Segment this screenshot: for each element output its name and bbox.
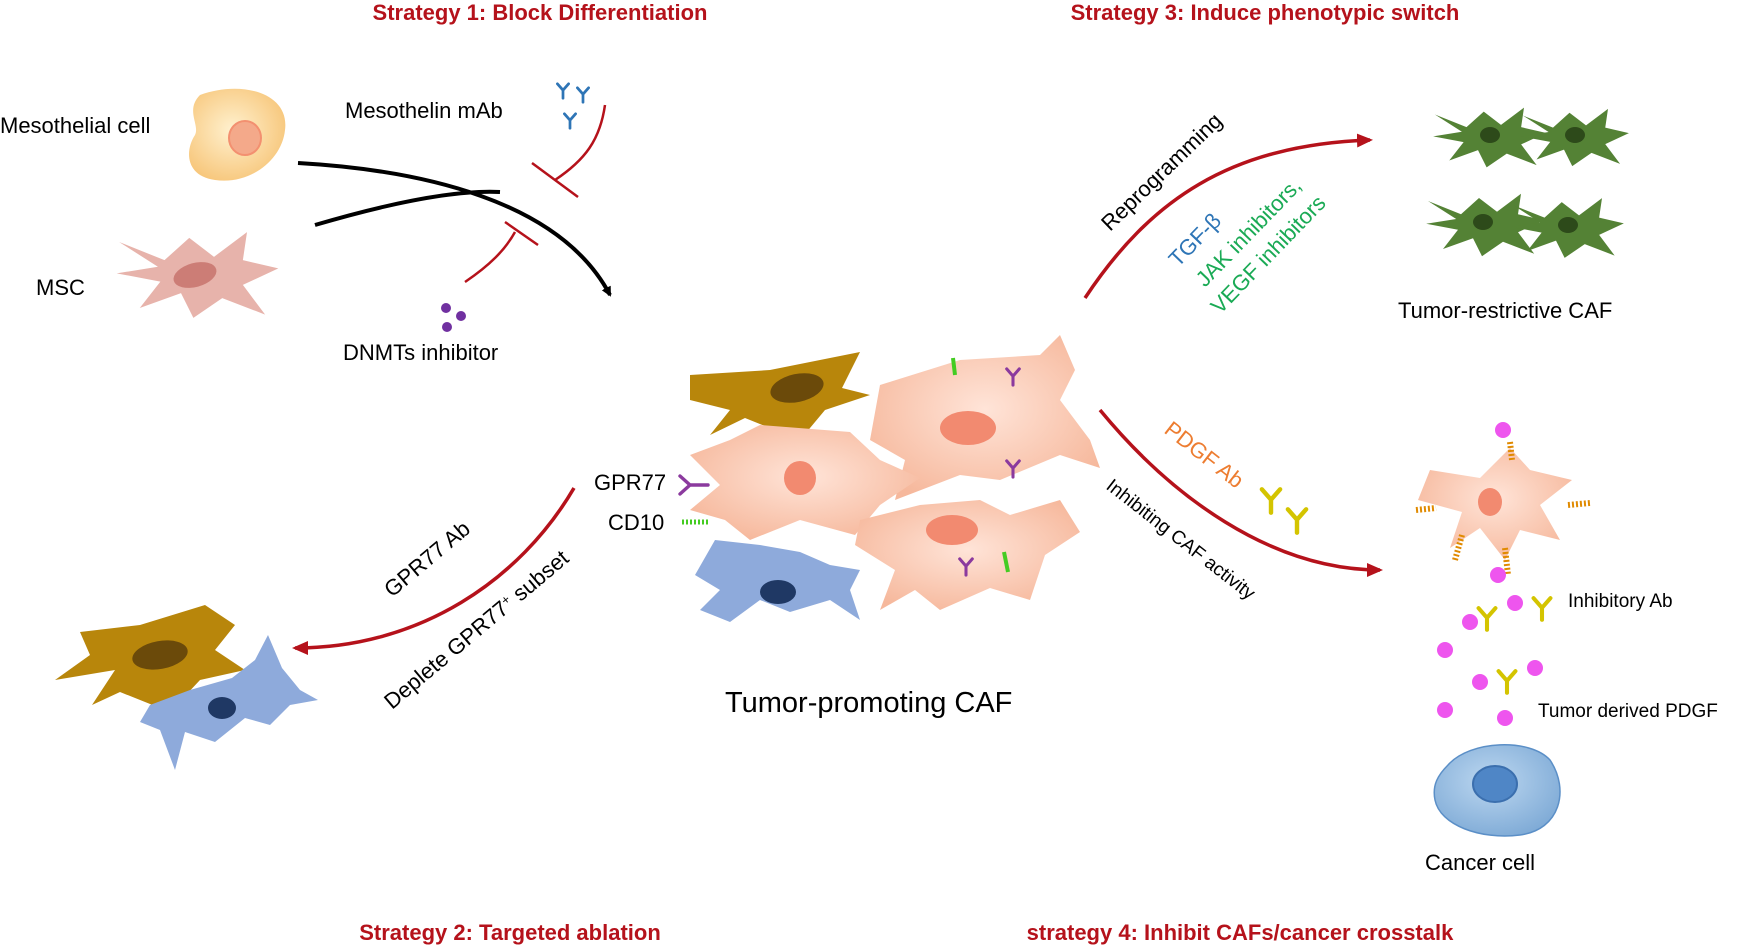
reprogramming-arrow	[1083, 133, 1373, 299]
dnmts-inhibition-line	[464, 231, 517, 284]
ablation-arrow	[292, 487, 576, 655]
pdgf-ab-label: PDGF Ab	[1160, 416, 1249, 493]
cd10-label: CD10	[608, 510, 664, 535]
dnmts-block-bar	[504, 220, 539, 247]
msc-differentiation-arrow	[314, 189, 501, 227]
mesothelial-cell	[189, 88, 286, 181]
cancer-cell	[1433, 744, 1561, 837]
target-caf-cell	[1415, 441, 1591, 576]
dnmts-inhibitor-icon	[441, 303, 466, 332]
gpr77-label: GPR77	[594, 470, 666, 495]
tumor-restrictive-caf-cells	[1426, 107, 1629, 258]
dnmts-inhibitor-label: DNMTs inhibitor	[343, 340, 498, 365]
strategy-3-heading: Strategy 3: Induce phenotypic switch	[1071, 0, 1460, 25]
msc-cell	[116, 232, 279, 318]
mesothelial-cell-label: Mesothelial cell	[0, 113, 150, 138]
tumor-derived-pdgf-label: Tumor derived PDGF	[1538, 701, 1718, 722]
cancer-cell-label: Cancer cell	[1425, 850, 1535, 875]
mesothelin-antibody-icon	[556, 82, 590, 130]
mesothelin-inhibition-line	[554, 104, 607, 182]
caf-peach-cell-lower	[855, 500, 1080, 610]
msc-label: MSC	[36, 275, 85, 300]
inhibitory-ab-label: Inhibitory Ab	[1568, 591, 1673, 612]
tumor-promoting-caf-label: Tumor-promoting CAF	[725, 687, 1012, 719]
inhibit-crosstalk-arrow	[1098, 408, 1383, 577]
strategy-4-heading: strategy 4: Inhibit CAFs/cancer crosstal…	[1027, 920, 1454, 945]
mesothelial-differentiation-arrow	[297, 161, 612, 297]
tumor-promoting-caf-cluster	[690, 335, 1100, 622]
gpr77-ab-label: GPR77 Ab	[379, 516, 475, 602]
mesothelin-block-bar	[531, 161, 579, 199]
pdgf-antibody-icon	[1262, 489, 1306, 532]
strategy-1-heading: Strategy 1: Block Differentiation	[373, 0, 708, 25]
pdgf-molecules	[1437, 422, 1543, 726]
inhibitory-antibody-icon	[1479, 598, 1551, 693]
tumor-restrictive-caf-label: Tumor-restrictive CAF	[1398, 298, 1612, 323]
cd10-marker-icon	[1002, 551, 1010, 573]
strategy-2-heading: Strategy 2: Targeted ablation	[359, 920, 661, 945]
gpr77-label-icon	[678, 474, 710, 496]
ablated-caf-cells	[55, 605, 318, 770]
cd10-marker-icon	[951, 357, 957, 376]
mesothelin-mab-label: Mesothelin mAb	[345, 98, 503, 123]
inhibiting-caf-activity-label: Inhibiting CAF activity	[1102, 475, 1259, 604]
